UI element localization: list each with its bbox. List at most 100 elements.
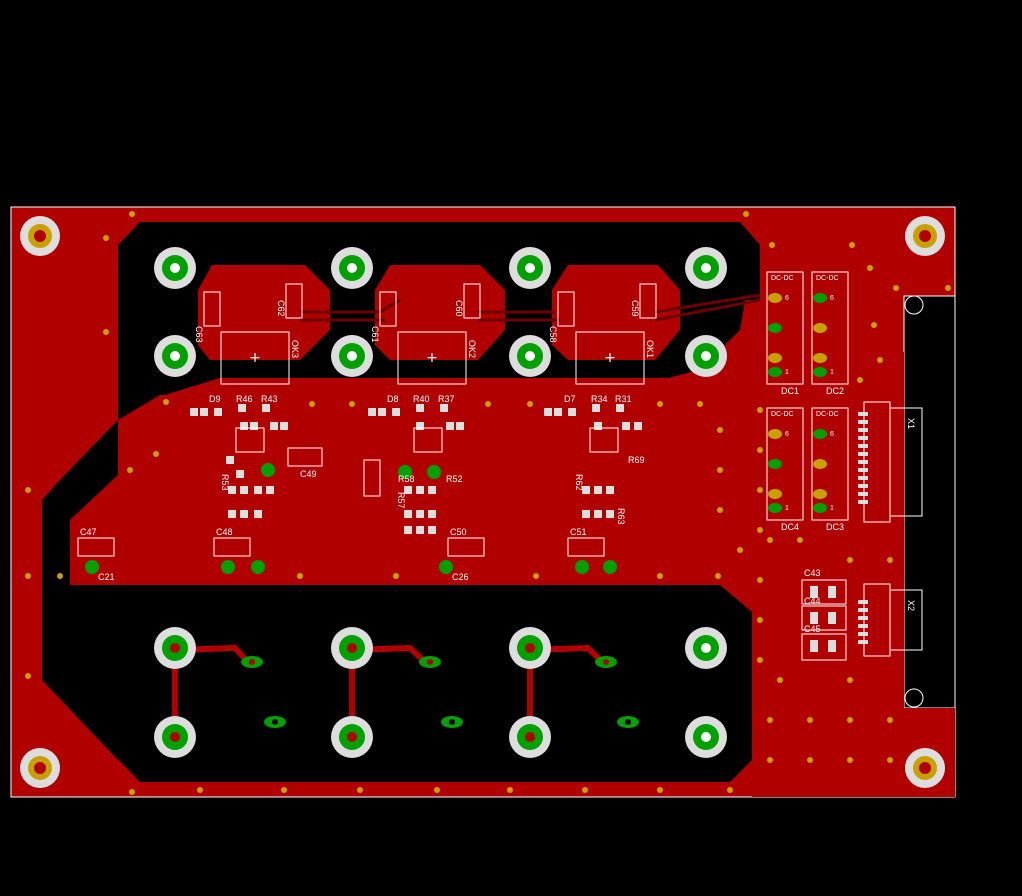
ok-packages: + + +	[220, 331, 645, 385]
capacitors	[77, 283, 657, 557]
bus-traces	[300, 293, 761, 322]
pad-c1	[154, 716, 196, 758]
label-c51: C51	[570, 527, 587, 537]
label-d7: D7	[564, 394, 576, 404]
thermal-pads	[154, 247, 727, 758]
label-d8: D8	[387, 394, 399, 404]
label-r57: R57	[396, 492, 406, 509]
edge-holes	[904, 295, 924, 708]
green-pads	[85, 463, 617, 574]
label-r63: R63	[616, 508, 626, 525]
label-pin6-a: 6	[785, 295, 789, 302]
dcdc-modules	[766, 271, 849, 521]
pad-b1	[154, 627, 196, 669]
pad-t1	[154, 247, 196, 289]
dcdc-pins	[768, 293, 827, 513]
label-c48: C48	[216, 527, 233, 537]
connector-pins	[810, 412, 868, 652]
pad-c4	[685, 716, 727, 758]
pad-b3	[509, 627, 551, 669]
island-3	[552, 265, 680, 360]
soic-chips	[235, 427, 619, 453]
pad-t3	[509, 247, 551, 289]
label-x1: X1	[906, 418, 916, 429]
pad-b2	[331, 627, 373, 669]
label-pin6-d: 6	[830, 431, 834, 438]
pad-m2	[331, 335, 373, 377]
label-r58: R58	[398, 474, 415, 484]
label-ok2: OK2	[467, 340, 477, 358]
bottom-right	[752, 690, 955, 797]
label-dc2: DC2	[826, 386, 844, 396]
label-dcdc-2: DC-DC	[816, 275, 839, 282]
label-r62: R62	[574, 474, 584, 491]
label-r53: R53	[220, 474, 230, 491]
pad-t2	[331, 247, 373, 289]
label-dcdc-1: DC-DC	[771, 275, 794, 282]
label-dc3: DC3	[826, 522, 844, 532]
label-pin1-a: 1	[785, 369, 789, 376]
label-c21: C21	[98, 572, 115, 582]
label-dc1: DC1	[781, 386, 799, 396]
label-c47: C47	[80, 527, 97, 537]
svg-text:+: +	[604, 350, 616, 366]
label-pin1-c: 1	[785, 505, 789, 512]
mount-hole-bl	[20, 748, 60, 788]
label-c59: C59	[630, 300, 640, 317]
label-r69: R69	[628, 455, 645, 465]
label-c50: C50	[450, 527, 467, 537]
label-ok1: OK1	[645, 340, 655, 358]
pad-m1	[154, 335, 196, 377]
label-pin1-d: 1	[830, 505, 834, 512]
label-c61: C61	[370, 326, 380, 343]
silk-labels: C63 C62 C61 C60 C58 C59 OK3 OK2 OK1 D9 R…	[80, 275, 916, 634]
island-1	[198, 265, 330, 360]
svg-text:+: +	[426, 350, 438, 366]
mounting-holes	[20, 216, 945, 788]
label-dc4: DC4	[781, 522, 799, 532]
island-2	[375, 265, 505, 360]
label-c45: C45	[804, 624, 821, 634]
mid-region	[70, 378, 745, 585]
label-c62: C62	[276, 300, 286, 317]
label-r46: R46	[236, 394, 253, 404]
label-r40: R40	[413, 394, 430, 404]
label-r52: R52	[446, 474, 463, 484]
label-d9: D9	[209, 394, 221, 404]
label-c49: C49	[300, 469, 317, 479]
vias	[25, 211, 951, 795]
pad-c2	[331, 716, 373, 758]
label-c63: C63	[194, 326, 204, 343]
label-dcdc-4: DC-DC	[816, 411, 839, 418]
pad-b4	[685, 627, 727, 669]
smd-clusters	[190, 404, 642, 534]
label-pin6-b: 6	[830, 295, 834, 302]
label-pin1-b: 1	[830, 369, 834, 376]
label-c43: C43	[804, 568, 821, 578]
pad-m3	[509, 335, 551, 377]
label-pin6-c: 6	[785, 431, 789, 438]
label-c44: C44	[804, 596, 821, 606]
mount-hole-tl	[20, 216, 60, 256]
label-ok3: OK3	[290, 340, 300, 358]
svg-text:+: +	[249, 350, 261, 366]
label-c26: C26	[452, 572, 469, 582]
label-c60: C60	[454, 300, 464, 317]
pad-c3	[509, 716, 551, 758]
label-dcdc-3: DC-DC	[771, 411, 794, 418]
oval-pads	[241, 656, 639, 728]
mount-hole-tr	[905, 216, 945, 256]
right-region	[752, 352, 904, 690]
label-r37: R37	[438, 394, 455, 404]
pad-m4	[685, 335, 727, 377]
label-r31: R31	[615, 394, 632, 404]
label-r34: R34	[591, 394, 608, 404]
label-c58: C58	[548, 326, 558, 343]
label-x2: X2	[906, 600, 916, 611]
label-r43: R43	[261, 394, 278, 404]
bottom-clearance	[42, 585, 752, 782]
mount-hole-br	[905, 748, 945, 788]
board-notch	[904, 296, 955, 708]
pad-t4	[685, 247, 727, 289]
